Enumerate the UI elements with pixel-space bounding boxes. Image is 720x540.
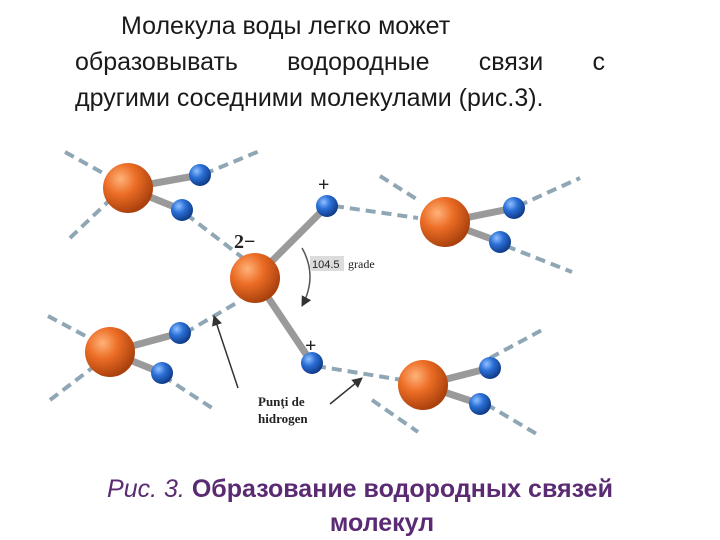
charge-minus: 2− — [234, 231, 255, 253]
hydrogen-atom — [169, 322, 191, 344]
hydrogen-bond-lines — [47, 148, 581, 438]
hydrogen-bond-line — [184, 212, 245, 260]
label-arrows — [212, 315, 363, 405]
hydrogen-atoms — [151, 164, 525, 415]
caption-text: Образование водородных связей — [191, 475, 613, 503]
caption-label: Рис. 3. — [107, 475, 185, 503]
hydrogen-bond-line — [505, 244, 573, 274]
hydrogen-bond-line — [378, 174, 420, 202]
intro-line-1: Молекула воды легко может — [121, 12, 451, 40]
hydrogen-bond-line — [68, 195, 115, 240]
hydrogen-atom — [171, 199, 193, 221]
intro-word: с — [592, 48, 605, 76]
hydrogen-atom — [189, 164, 211, 186]
oxygen-atom — [230, 253, 280, 303]
hydrogen-bond-line — [370, 398, 420, 434]
hydrogen-bond-line — [183, 300, 240, 335]
charge-plus-top: + — [318, 174, 329, 196]
intro-word: связи — [478, 48, 544, 76]
hydrogen-bond-line — [484, 402, 542, 438]
label-arrow — [329, 377, 363, 405]
hydrogen-atom — [489, 231, 511, 253]
hydrogen-atom — [479, 357, 501, 379]
angle-value: 104.5 — [312, 259, 340, 271]
hydrogen-bond-line — [48, 366, 94, 402]
intro-line-2: образовывать водородные связи с — [75, 44, 605, 80]
caption-line-2: молекул — [329, 509, 435, 537]
hydrogen-bond-line — [203, 148, 263, 176]
hydrogen-atom — [316, 195, 338, 217]
hydrogen-bond-label-line2: hidrogen — [258, 411, 308, 426]
hydrogen-bond-label-line1: Punţi de — [258, 394, 305, 409]
intro-word: водородные — [287, 48, 430, 76]
hydrogen-atom — [301, 352, 323, 374]
hydrogen-bond-line — [47, 314, 94, 342]
oxygen-atoms — [85, 163, 470, 410]
angle-unit: grade — [348, 257, 375, 271]
hydrogen-bond-line — [333, 204, 419, 220]
hydrogen-atom — [151, 362, 173, 384]
hydrogen-bond-line — [489, 328, 543, 360]
charge-plus-bottom: + — [305, 335, 316, 357]
hydrogen-atom — [503, 197, 525, 219]
oxygen-atom — [398, 360, 448, 410]
oxygen-atom — [85, 327, 135, 377]
figure-caption: Рис. 3. Образование водородных связей мо… — [0, 472, 720, 540]
hydrogen-bond-line — [161, 374, 214, 410]
intro-paragraph: Молекула воды легко может образовывать в… — [75, 8, 605, 116]
label-arrow — [212, 315, 239, 389]
hydrogen-bond-line — [64, 150, 113, 180]
hydrogen-bond-line — [517, 176, 581, 208]
hydrogen-bond-line — [315, 364, 403, 382]
intro-word: образовывать — [75, 48, 238, 76]
bond-angle-arc — [301, 247, 312, 307]
oxygen-atom — [420, 197, 470, 247]
caption-line-1: Рис. 3. Образование водородных связей — [0, 472, 720, 506]
hydrogen-atom — [469, 393, 491, 415]
oxygen-atom — [103, 163, 153, 213]
angle-value-box — [310, 256, 344, 271]
intro-line-3: другими соседними молекулами (рис.3). — [75, 84, 544, 112]
